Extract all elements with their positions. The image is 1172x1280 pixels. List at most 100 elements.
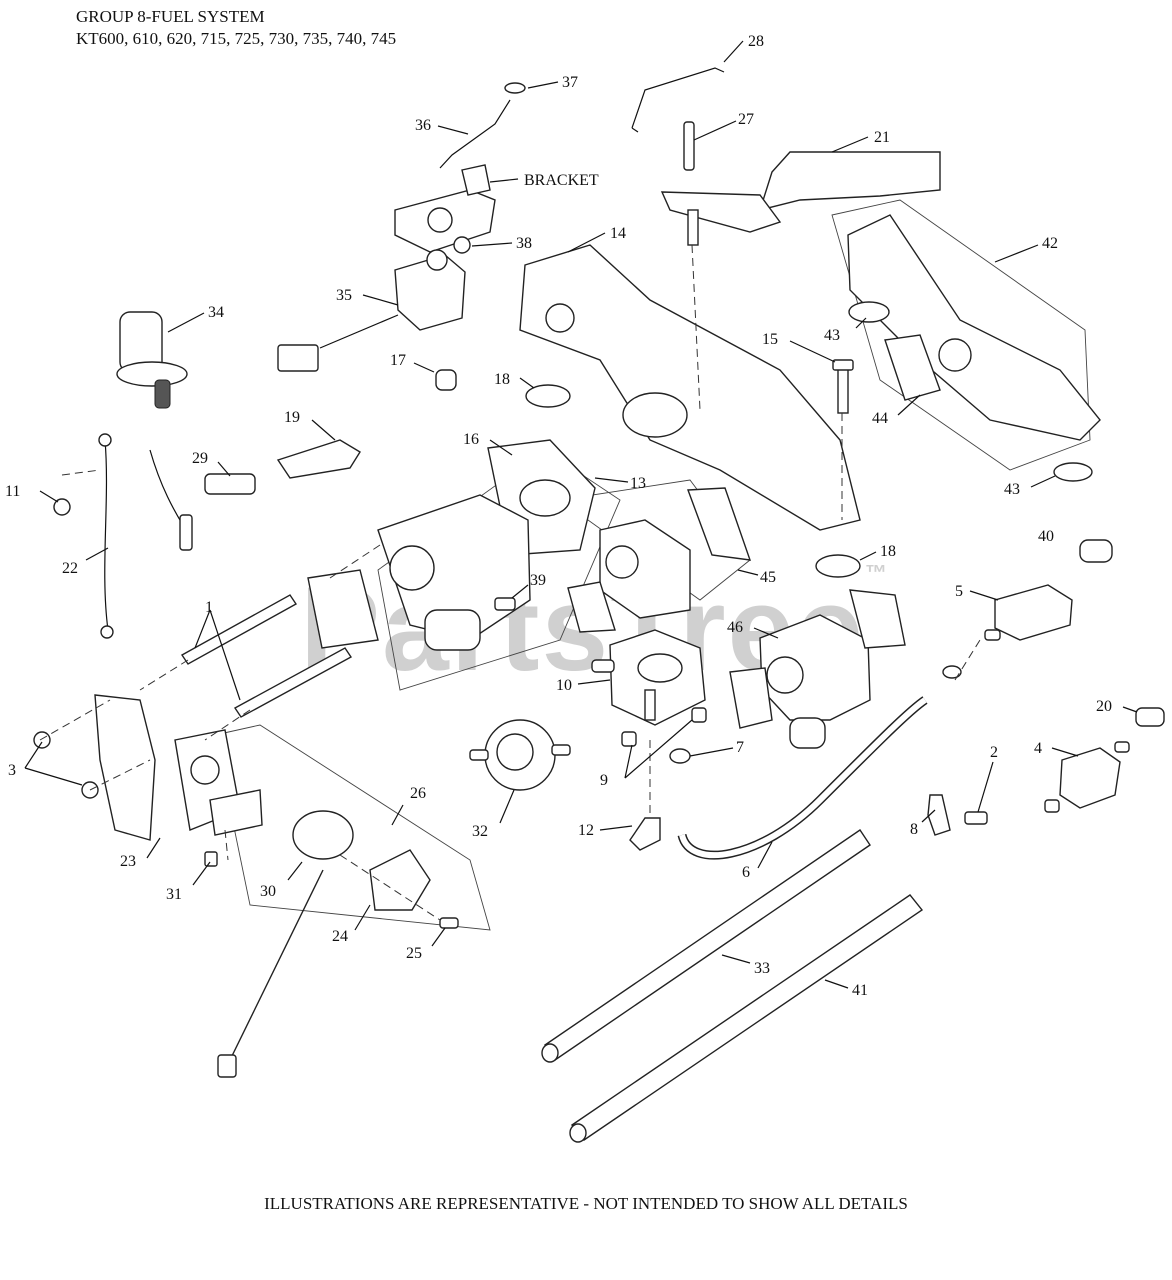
manifold42-port bbox=[938, 338, 972, 372]
bracket-tab bbox=[461, 164, 491, 196]
callout-22: 22 bbox=[62, 560, 78, 577]
align-line-k bbox=[329, 544, 381, 579]
leader-7 bbox=[689, 747, 734, 757]
part-12-fitting bbox=[629, 817, 661, 851]
leader-43b bbox=[1030, 475, 1056, 488]
leader-46 bbox=[753, 627, 779, 639]
leader-3 bbox=[24, 741, 83, 786]
outline-group-42 bbox=[831, 199, 1091, 471]
align-line-j bbox=[339, 854, 441, 921]
align-line-e bbox=[691, 244, 701, 411]
part-16-bore bbox=[519, 479, 571, 517]
leader-43a bbox=[855, 317, 867, 329]
align-line-c bbox=[139, 659, 189, 691]
callout-5: 5 bbox=[955, 583, 963, 600]
callout-26: 26 bbox=[410, 785, 426, 802]
manifold-opening bbox=[622, 392, 688, 438]
leader-23 bbox=[146, 837, 161, 859]
leader-24 bbox=[354, 904, 371, 931]
leader-18a bbox=[519, 377, 535, 389]
part-29-clip bbox=[204, 473, 256, 495]
callout-7: 7 bbox=[736, 739, 744, 756]
leader-32 bbox=[499, 789, 515, 824]
callout-11: 11 bbox=[5, 483, 20, 500]
callout-44: 44 bbox=[872, 410, 888, 427]
leader-33 bbox=[721, 954, 751, 964]
part-8-clamp bbox=[927, 794, 951, 836]
callout-46: 46 bbox=[727, 619, 743, 636]
leader-15 bbox=[789, 340, 836, 363]
leader-29 bbox=[217, 461, 231, 477]
callout-37: 37 bbox=[562, 74, 578, 91]
leader-31 bbox=[192, 861, 211, 886]
part-27-pin bbox=[683, 121, 695, 171]
fuel-pump-cap bbox=[496, 733, 534, 771]
callout-30: 30 bbox=[260, 883, 276, 900]
callout-43a: 43 bbox=[824, 327, 840, 344]
part-9-fastener-a bbox=[621, 731, 637, 747]
callout-1: 1 bbox=[205, 599, 213, 616]
align-line-l bbox=[954, 639, 981, 681]
part-carburetor-main bbox=[377, 494, 531, 641]
filter4-outlet bbox=[1044, 799, 1060, 813]
part-3-nut-a bbox=[33, 731, 51, 749]
callout-21: 21 bbox=[874, 129, 890, 146]
part-46-gasket-a bbox=[729, 667, 773, 729]
solenoid-boss bbox=[426, 249, 448, 271]
callout-27: 27 bbox=[738, 111, 754, 128]
part-37-washer bbox=[504, 82, 526, 94]
leader-8 bbox=[921, 809, 936, 823]
callout-25: 25 bbox=[406, 945, 422, 962]
leader-41 bbox=[824, 979, 849, 989]
manifold-port bbox=[545, 303, 575, 333]
align-line-f bbox=[61, 469, 101, 476]
callout-45: 45 bbox=[760, 569, 776, 586]
part-22-plug bbox=[179, 514, 193, 551]
part-34-spring bbox=[154, 379, 171, 409]
part-30-plug bbox=[217, 1054, 237, 1078]
part-46-gasket-b bbox=[849, 589, 906, 649]
part-28-rod bbox=[631, 67, 725, 133]
part-43-seal-a bbox=[848, 301, 890, 323]
part-20-sleeve bbox=[1135, 707, 1165, 727]
callout-20: 20 bbox=[1096, 698, 1112, 715]
leader-38 bbox=[471, 242, 513, 247]
part-40-sleeve bbox=[1079, 539, 1113, 563]
part-22-ring-bottom bbox=[100, 625, 114, 639]
callout-39: 39 bbox=[530, 572, 546, 589]
leader-bracket bbox=[489, 178, 519, 183]
hose41-end bbox=[569, 1123, 587, 1143]
callout-31: 31 bbox=[166, 886, 182, 903]
callout-12: 12 bbox=[578, 822, 594, 839]
leader-34 bbox=[167, 312, 205, 333]
callout-40: 40 bbox=[1038, 528, 1054, 545]
carb46-bore bbox=[766, 656, 804, 694]
leader-30 bbox=[287, 861, 303, 881]
leader-19 bbox=[311, 419, 336, 441]
part-33-hose bbox=[544, 829, 871, 1061]
callout-29: 29 bbox=[192, 450, 208, 467]
carb46-bowl bbox=[789, 717, 826, 749]
leader-28 bbox=[723, 40, 744, 63]
leader-27 bbox=[693, 120, 737, 141]
part-5-fuel-filter bbox=[994, 584, 1073, 641]
part-7-clamp bbox=[669, 748, 691, 764]
part-43-seal-b bbox=[1053, 462, 1093, 482]
callout-36: 36 bbox=[415, 117, 431, 134]
part-6-hose-core bbox=[679, 697, 927, 859]
leader-39 bbox=[511, 584, 529, 599]
part-41-hose bbox=[570, 894, 924, 1141]
callout-35: 35 bbox=[336, 287, 352, 304]
callout-28: 28 bbox=[748, 33, 764, 50]
carburetor-bore bbox=[389, 545, 435, 591]
part-38-nut bbox=[453, 236, 471, 254]
leader-9 bbox=[624, 719, 693, 779]
callout-10: 10 bbox=[556, 677, 572, 694]
leader-6 bbox=[757, 841, 773, 869]
part-30-cable bbox=[229, 869, 324, 1061]
adapter-bore bbox=[637, 653, 683, 683]
callout-41: 41 bbox=[852, 982, 868, 999]
part-11-screw bbox=[53, 498, 71, 516]
part-throttle-shaft bbox=[687, 209, 699, 246]
